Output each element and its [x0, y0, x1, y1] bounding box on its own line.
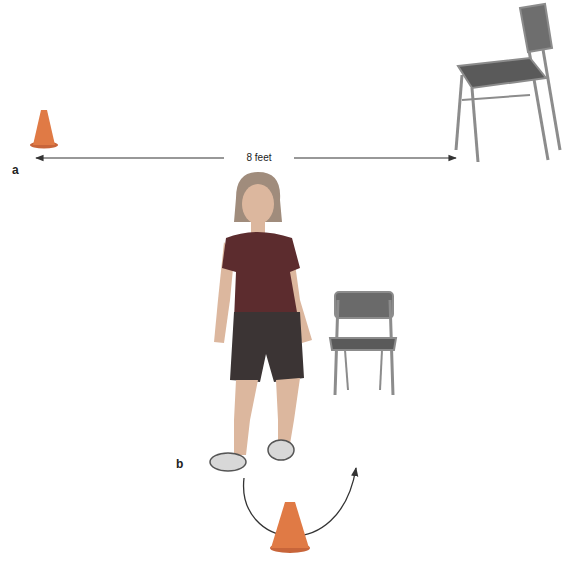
- chair-back: [335, 292, 393, 318]
- chair-seat: [458, 58, 546, 88]
- leg: [276, 378, 300, 444]
- cone: [271, 502, 309, 548]
- leg: [234, 380, 258, 455]
- chair-leg: [380, 350, 382, 390]
- chair-leg: [345, 350, 348, 390]
- head: [242, 184, 274, 224]
- chair-leg: [456, 75, 462, 150]
- shorts: [230, 312, 304, 382]
- shoe: [210, 453, 246, 471]
- dimension-label: 8 feet: [246, 153, 271, 163]
- chair-brace: [462, 95, 530, 100]
- distance-arrow: [294, 157, 456, 158]
- panel-label: a: [12, 164, 19, 176]
- chair-back: [520, 4, 552, 52]
- shirt: [222, 232, 300, 320]
- shoe: [268, 440, 294, 460]
- distance-arrow: [36, 157, 224, 158]
- neck: [251, 220, 265, 234]
- cone: [33, 110, 55, 145]
- chair-seat: [330, 338, 396, 350]
- panel-label: b: [176, 458, 183, 470]
